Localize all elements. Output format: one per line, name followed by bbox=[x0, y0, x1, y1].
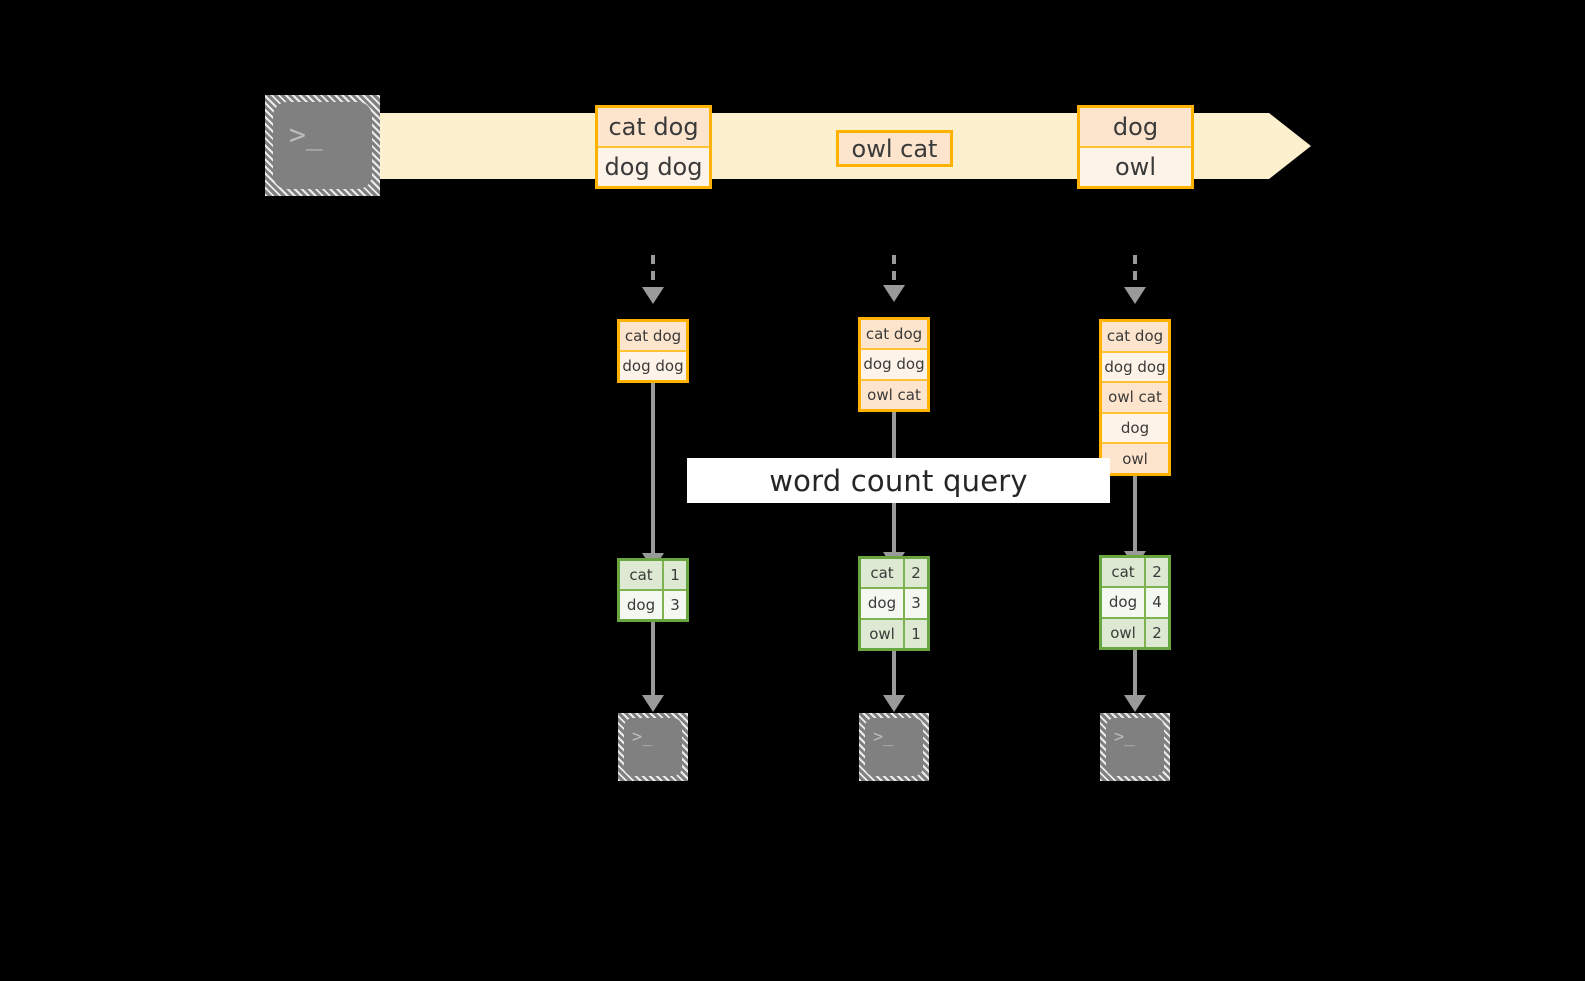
result-to-sink-connector bbox=[892, 651, 896, 697]
table-row: cat 2 bbox=[1102, 558, 1168, 587]
table-row: cat 2 bbox=[861, 559, 927, 588]
query-label-band: word count query bbox=[687, 458, 1110, 503]
snapshot-line: cat dog bbox=[861, 320, 927, 349]
terminal-prompt-glyph: >_ bbox=[1114, 727, 1135, 747]
sink-terminal-icon[interactable]: >_ bbox=[859, 713, 929, 781]
table-row: cat 1 bbox=[620, 561, 686, 589]
snapshot-accumulated-box[interactable]: cat dog dog dog bbox=[617, 319, 689, 383]
stream-to-snapshot-connector bbox=[651, 255, 655, 289]
result-word: dog bbox=[1102, 588, 1146, 617]
table-row: dog 4 bbox=[1102, 586, 1168, 617]
stream-event-line: dog bbox=[1080, 108, 1191, 146]
snapshot-line: owl cat bbox=[861, 378, 927, 409]
terminal-body bbox=[865, 718, 923, 776]
terminal-body bbox=[1106, 718, 1164, 776]
sink-terminal-icon[interactable]: >_ bbox=[1100, 713, 1170, 781]
snapshot-to-result-connector bbox=[1133, 476, 1137, 554]
terminal-body bbox=[273, 102, 372, 189]
stream-event-line: owl cat bbox=[839, 133, 950, 164]
stream-event-line: cat dog bbox=[598, 108, 709, 146]
stream-arrow-head bbox=[1269, 113, 1311, 179]
query-label: word count query bbox=[769, 463, 1028, 498]
snapshot-accumulated-box[interactable]: cat dog dog dog owl cat bbox=[858, 317, 930, 412]
table-row: owl 2 bbox=[1102, 616, 1168, 647]
terminal-prompt-glyph: >_ bbox=[289, 118, 323, 151]
snapshot-accumulated-box[interactable]: cat dog dog dog owl cat dog owl bbox=[1099, 319, 1171, 476]
snapshot-line: owl cat bbox=[1102, 381, 1168, 412]
result-count: 1 bbox=[905, 619, 927, 648]
result-count: 3 bbox=[905, 589, 927, 618]
result-count: 1 bbox=[664, 561, 686, 589]
terminal-prompt-glyph: >_ bbox=[873, 727, 894, 747]
result-count: 3 bbox=[664, 591, 686, 619]
result-count: 2 bbox=[1146, 558, 1168, 587]
stream-to-snapshot-connector bbox=[1133, 255, 1137, 289]
stream-to-snapshot-arrowhead bbox=[883, 285, 905, 302]
table-row: owl 1 bbox=[861, 617, 927, 648]
stream-event-group[interactable]: dog owl bbox=[1077, 105, 1194, 189]
stream-event-group[interactable]: owl cat bbox=[836, 130, 953, 167]
snapshot-to-result-connector bbox=[651, 383, 655, 555]
result-word: owl bbox=[1102, 618, 1146, 647]
result-to-sink-connector bbox=[1133, 650, 1137, 697]
stream-to-snapshot-arrowhead bbox=[1124, 287, 1146, 304]
result-word: cat bbox=[620, 561, 664, 589]
result-count: 2 bbox=[905, 559, 927, 588]
table-row: dog 3 bbox=[620, 589, 686, 619]
terminal-body bbox=[624, 718, 682, 776]
result-to-sink-arrowhead bbox=[1124, 695, 1146, 712]
stream-to-snapshot-connector bbox=[892, 255, 896, 287]
result-word: cat bbox=[861, 559, 905, 588]
stream-event-line: owl bbox=[1080, 146, 1191, 186]
snapshot-line: cat dog bbox=[1102, 322, 1168, 351]
snapshot-line: dog dog bbox=[861, 348, 927, 379]
result-word: cat bbox=[1102, 558, 1146, 587]
snapshot-line: dog dog bbox=[1102, 350, 1168, 382]
result-to-sink-arrowhead bbox=[642, 695, 664, 712]
result-to-sink-arrowhead bbox=[883, 695, 905, 712]
result-table[interactable]: cat 1 dog 3 bbox=[617, 558, 689, 622]
snapshot-line: dog dog bbox=[620, 350, 686, 380]
snapshot-line: cat dog bbox=[620, 322, 686, 350]
snapshot-line: owl bbox=[1102, 442, 1168, 473]
stream-event-line: dog dog bbox=[598, 146, 709, 186]
stream-event-group[interactable]: cat dog dog dog bbox=[595, 105, 712, 189]
terminal-prompt-glyph: >_ bbox=[632, 727, 653, 747]
result-table[interactable]: cat 2 dog 4 owl 2 bbox=[1099, 555, 1171, 650]
result-to-sink-connector bbox=[651, 622, 655, 697]
result-count: 4 bbox=[1146, 588, 1168, 617]
source-terminal-icon[interactable]: >_ bbox=[265, 95, 380, 196]
table-row: dog 3 bbox=[861, 587, 927, 618]
result-word: dog bbox=[620, 591, 664, 619]
snapshot-line: dog bbox=[1102, 411, 1168, 443]
result-word: owl bbox=[861, 619, 905, 648]
result-table[interactable]: cat 2 dog 3 owl 1 bbox=[858, 556, 930, 651]
result-word: dog bbox=[861, 589, 905, 618]
sink-terminal-icon[interactable]: >_ bbox=[618, 713, 688, 781]
result-count: 2 bbox=[1146, 618, 1168, 647]
stream-to-snapshot-arrowhead bbox=[642, 287, 664, 304]
